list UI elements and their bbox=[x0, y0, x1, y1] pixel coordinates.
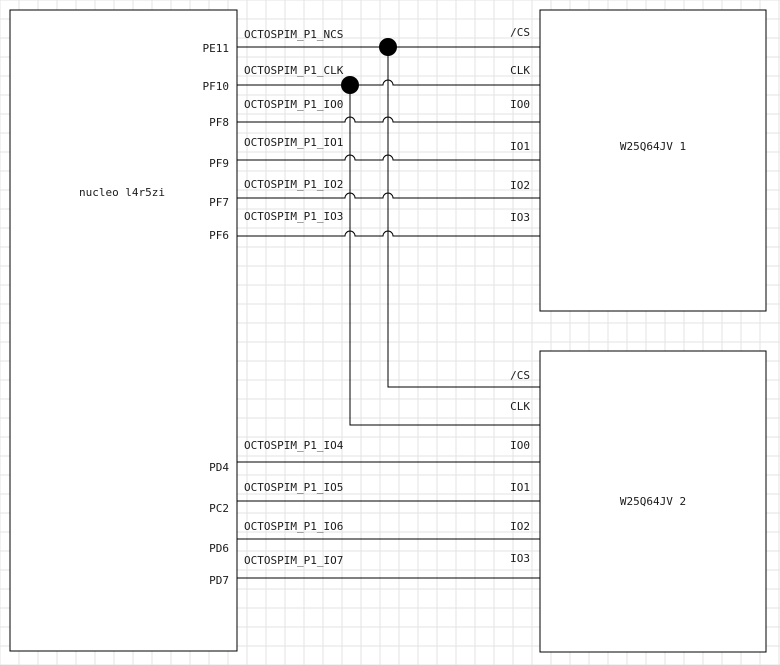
mcu-label: nucleo l4r5zi bbox=[79, 186, 165, 199]
mcu-pin-label: PF8 bbox=[209, 116, 229, 129]
net-label: OCTOSPIM_P1_CLK bbox=[244, 64, 344, 77]
mcu-pin-label: PD4 bbox=[209, 461, 229, 474]
chip2-pin-label: CLK bbox=[510, 400, 530, 413]
wire-io3[interactable] bbox=[237, 230, 540, 237]
net-label: OCTOSPIM_P1_IO4 bbox=[244, 439, 344, 452]
mcu-pin-label: PF10 bbox=[203, 80, 230, 93]
wire-io2[interactable] bbox=[237, 192, 540, 199]
wire-clk-to-chip2[interactable] bbox=[349, 85, 540, 426]
net-label: OCTOSPIM_P1_IO0 bbox=[244, 98, 343, 111]
chip2-pin-label: IO1 bbox=[510, 481, 530, 494]
mcu-block[interactable] bbox=[9, 9, 238, 652]
mcu-pin-label: PF9 bbox=[209, 157, 229, 170]
net-label: OCTOSPIM_P1_IO6 bbox=[244, 520, 343, 533]
net-label: OCTOSPIM_P1_IO5 bbox=[244, 481, 343, 494]
chip1-pin-label: IO2 bbox=[510, 179, 530, 192]
chip2-pin-label: /CS bbox=[510, 369, 530, 382]
chip1-pin-label: IO1 bbox=[510, 140, 530, 153]
junction-dot-ncs bbox=[379, 38, 397, 56]
chip2-pin-label: IO2 bbox=[510, 520, 530, 533]
wire-ncs-to-chip2[interactable] bbox=[387, 47, 540, 388]
chip1-pin-label: IO3 bbox=[510, 211, 530, 224]
net-label: OCTOSPIM_P1_IO2 bbox=[244, 178, 343, 191]
wires bbox=[237, 46, 540, 579]
net-label: OCTOSPIM_P1_NCS bbox=[244, 28, 343, 41]
flash-chip-1-label: W25Q64JV 1 bbox=[620, 140, 686, 153]
mcu-pin-label: PC2 bbox=[209, 502, 229, 515]
chip2-pin-label: IO3 bbox=[510, 552, 530, 565]
flash-chip-2-label: W25Q64JV 2 bbox=[620, 495, 686, 508]
chip1-pin-label: IO0 bbox=[510, 98, 530, 111]
mcu-pin-label: PD6 bbox=[209, 542, 229, 555]
net-label: OCTOSPIM_P1_IO1 bbox=[244, 136, 343, 149]
flash-chip-1-block[interactable] bbox=[539, 9, 767, 312]
chip1-pin-label: /CS bbox=[510, 26, 530, 39]
net-label: OCTOSPIM_P1_IO7 bbox=[244, 554, 343, 567]
junction-dot-clk bbox=[341, 76, 359, 94]
mcu-pin-label: PF6 bbox=[209, 229, 229, 242]
mcu-pin-label: PE11 bbox=[203, 42, 230, 55]
mcu-pin-label: PF7 bbox=[209, 196, 229, 209]
mcu-pin-label: PD7 bbox=[209, 574, 229, 587]
chip2-pin-label: IO0 bbox=[510, 439, 530, 452]
net-label: OCTOSPIM_P1_IO3 bbox=[244, 210, 343, 223]
wire-io0[interactable] bbox=[237, 116, 540, 123]
flash-chip-2-block[interactable] bbox=[539, 350, 767, 653]
chip1-pin-label: CLK bbox=[510, 64, 530, 77]
wire-io1[interactable] bbox=[237, 154, 540, 161]
